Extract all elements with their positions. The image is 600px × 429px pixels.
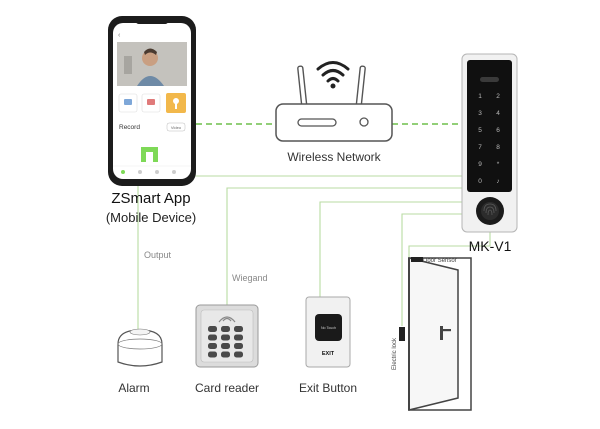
door-sensor-block	[411, 257, 423, 262]
alarm-device	[117, 328, 163, 367]
phone-subtitle: (Mobile Device)	[106, 210, 196, 225]
card-reader-key[interactable]	[234, 343, 243, 349]
controller-key[interactable]: 6	[496, 127, 500, 134]
card-reader-label: Card reader	[195, 381, 259, 395]
controller-key[interactable]: 3	[478, 110, 482, 117]
alarm-label: Alarm	[118, 381, 149, 395]
controller-key[interactable]: 8	[496, 144, 500, 151]
phone-title: ZSmart App	[111, 190, 190, 207]
router-label: Wireless Network	[287, 150, 381, 164]
electric-lock-label: Electric lock	[392, 337, 398, 370]
controller-device: 1 2 3 4 5 6 7 8 9 * 0 ♪	[461, 53, 518, 233]
controller-key[interactable]: *	[497, 161, 500, 168]
electric-lock-block	[399, 327, 405, 341]
controller-key[interactable]: ♪	[496, 178, 499, 185]
card-reader-key[interactable]	[234, 326, 243, 332]
record-video-button-label: Video	[171, 125, 182, 130]
exit-button-label: Exit Button	[299, 381, 357, 395]
controller-key[interactable]: 0	[478, 178, 482, 185]
exit-button-face-text: No Touch	[321, 326, 336, 330]
card-reader-key[interactable]	[221, 343, 230, 349]
fingerprint-icon	[483, 203, 497, 216]
record-label: Record	[119, 124, 140, 131]
wiegand-label: Wiegand	[232, 273, 268, 283]
controller-key[interactable]: 2	[496, 93, 500, 100]
card-reader-key[interactable]	[208, 334, 217, 341]
controller-key[interactable]: 5	[478, 127, 482, 134]
controller-key[interactable]: 4	[496, 110, 500, 117]
card-reader-key[interactable]	[221, 334, 230, 341]
card-reader-key[interactable]	[208, 343, 217, 349]
record-video-button[interactable]	[166, 122, 186, 132]
card-reader-keypad	[208, 326, 243, 358]
controller-keypad: 1 2 3 4 5 6 7 8 9 * 0 ♪	[478, 93, 500, 185]
sensor-line	[408, 232, 491, 258]
card-reader-key[interactable]	[234, 334, 243, 341]
controller-key[interactable]: 1	[478, 93, 482, 100]
output-label: Output	[144, 250, 172, 260]
door-assembly	[399, 257, 472, 411]
card-reader-key[interactable]	[208, 326, 217, 332]
card-reader-key[interactable]	[234, 351, 243, 358]
phone-device: ‹ Record Video	[108, 16, 196, 186]
card-reader-device	[195, 304, 259, 368]
card-reader-key[interactable]	[208, 351, 217, 358]
controller-label: MK-V1	[469, 238, 512, 254]
svg-text:‹: ‹	[118, 32, 121, 39]
controller-key[interactable]: 9	[478, 161, 482, 168]
card-reader-key[interactable]	[221, 351, 230, 358]
wifi-icon	[316, 61, 350, 83]
controller-key[interactable]: 7	[478, 144, 482, 151]
unlock-app-icon	[141, 147, 158, 162]
wiegand-line	[226, 187, 462, 305]
exit-button-device: No Touch EXIT	[305, 296, 351, 368]
wireless-router	[275, 61, 393, 142]
card-reader-key[interactable]	[221, 326, 230, 332]
door-sensor-label: Door Sensor	[423, 258, 457, 264]
exit-button-line	[319, 201, 462, 297]
lock-line	[401, 213, 462, 326]
exit-button-exit-text: EXIT	[322, 351, 335, 357]
